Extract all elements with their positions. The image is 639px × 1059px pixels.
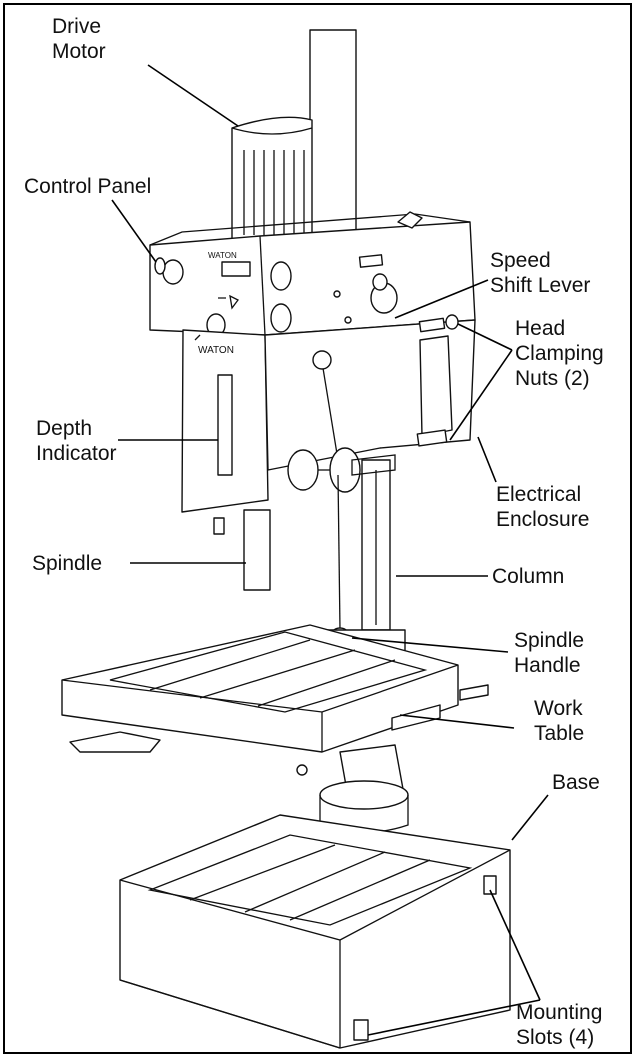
label-base: Base (552, 771, 600, 794)
leader-drive-motor (147, 64, 239, 127)
label-drive-motor: Drive Motor (52, 15, 106, 63)
label-spindle-handle: Spindle Handle (514, 629, 585, 677)
housing-brand-marking: WATON (198, 345, 234, 356)
leader-control-panel (111, 199, 157, 263)
leader-work-table (399, 714, 515, 729)
label-mounting-slots: Mounting Slots (4) (516, 1001, 603, 1049)
label-spindle: Spindle (32, 552, 103, 575)
leader-lines (111, 64, 549, 1036)
leader-mounting-slot-front (367, 999, 541, 1036)
leader-head-clamping-nut-upper (457, 323, 513, 351)
speed-shift-lever-drawing (370, 273, 398, 314)
spindle-drawing (213, 509, 271, 591)
leader-base (511, 794, 549, 841)
label-control-panel: Control Panel (24, 175, 152, 198)
label-electrical-enclosure: Electrical Enclosure (496, 483, 590, 531)
column-upper (309, 29, 357, 251)
table-collar-drawing (296, 744, 409, 834)
leader-head-clamping-nut-lower (449, 349, 513, 441)
leader-speed-shift-lever (394, 279, 489, 319)
leader-electrical-enclosure (477, 436, 497, 483)
leader-spindle-handle (351, 637, 509, 653)
motor-cooling-fins (243, 150, 305, 235)
label-speed-shift-lever: Speed Shift Lever (490, 249, 591, 297)
label-head-clamping-nuts: Head Clamping Nuts (2) (515, 317, 604, 390)
label-work-table: Work Table (534, 697, 585, 745)
head-brand-marking: WATON (208, 251, 237, 260)
label-column: Column (492, 565, 565, 588)
drive-motor-drawing (231, 116, 313, 246)
leader-mounting-slot-right (489, 889, 541, 1001)
base-drawing (119, 814, 511, 1049)
column-lower (351, 454, 396, 631)
label-depth-indicator: Depth Indicator (36, 417, 117, 465)
